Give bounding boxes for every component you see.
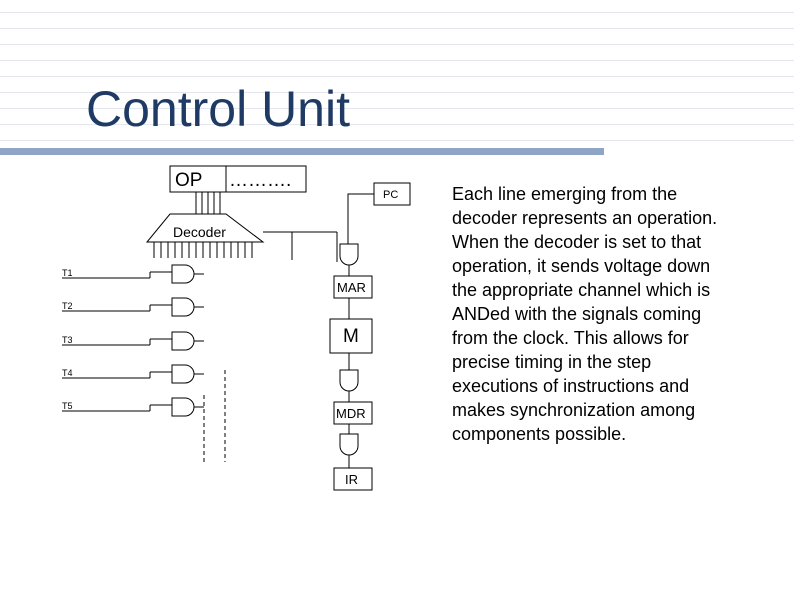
memory-label: M	[343, 326, 359, 347]
timing-label-t4: T4	[62, 368, 73, 378]
timing-label-t3: T3	[62, 335, 73, 345]
pc-label: PC	[383, 189, 398, 201]
mdr-label: MDR	[336, 406, 366, 421]
mdr-register-box	[333, 401, 373, 425]
mar-label: MAR	[337, 280, 366, 295]
and-gate-t3	[171, 331, 195, 351]
description-text: Each line emerging from the decoder repr…	[452, 184, 718, 444]
op-field-dots: ……….	[229, 170, 291, 191]
and-gate-memory	[339, 369, 359, 392]
ir-register-box	[333, 467, 373, 491]
and-gate-t1	[171, 264, 195, 284]
and-gate-pc	[339, 243, 359, 266]
and-gate-t2	[171, 297, 195, 317]
ir-label: IR	[345, 472, 358, 487]
decoder-label: Decoder	[173, 224, 226, 240]
timing-label-t2: T2	[62, 301, 73, 311]
op-register-box	[169, 165, 307, 193]
slide-title: Control Unit	[86, 81, 350, 137]
title-underline	[0, 148, 604, 155]
decoder-block	[145, 213, 265, 243]
op-label: OP	[175, 170, 202, 191]
and-gate-t4	[171, 364, 195, 384]
timing-label-t1: T1	[62, 268, 73, 278]
memory-box	[329, 318, 373, 354]
and-gate-t5	[171, 397, 195, 417]
mar-register-box	[333, 275, 373, 299]
timing-label-t5: T5	[62, 401, 73, 411]
and-gate-mdr	[339, 433, 359, 456]
